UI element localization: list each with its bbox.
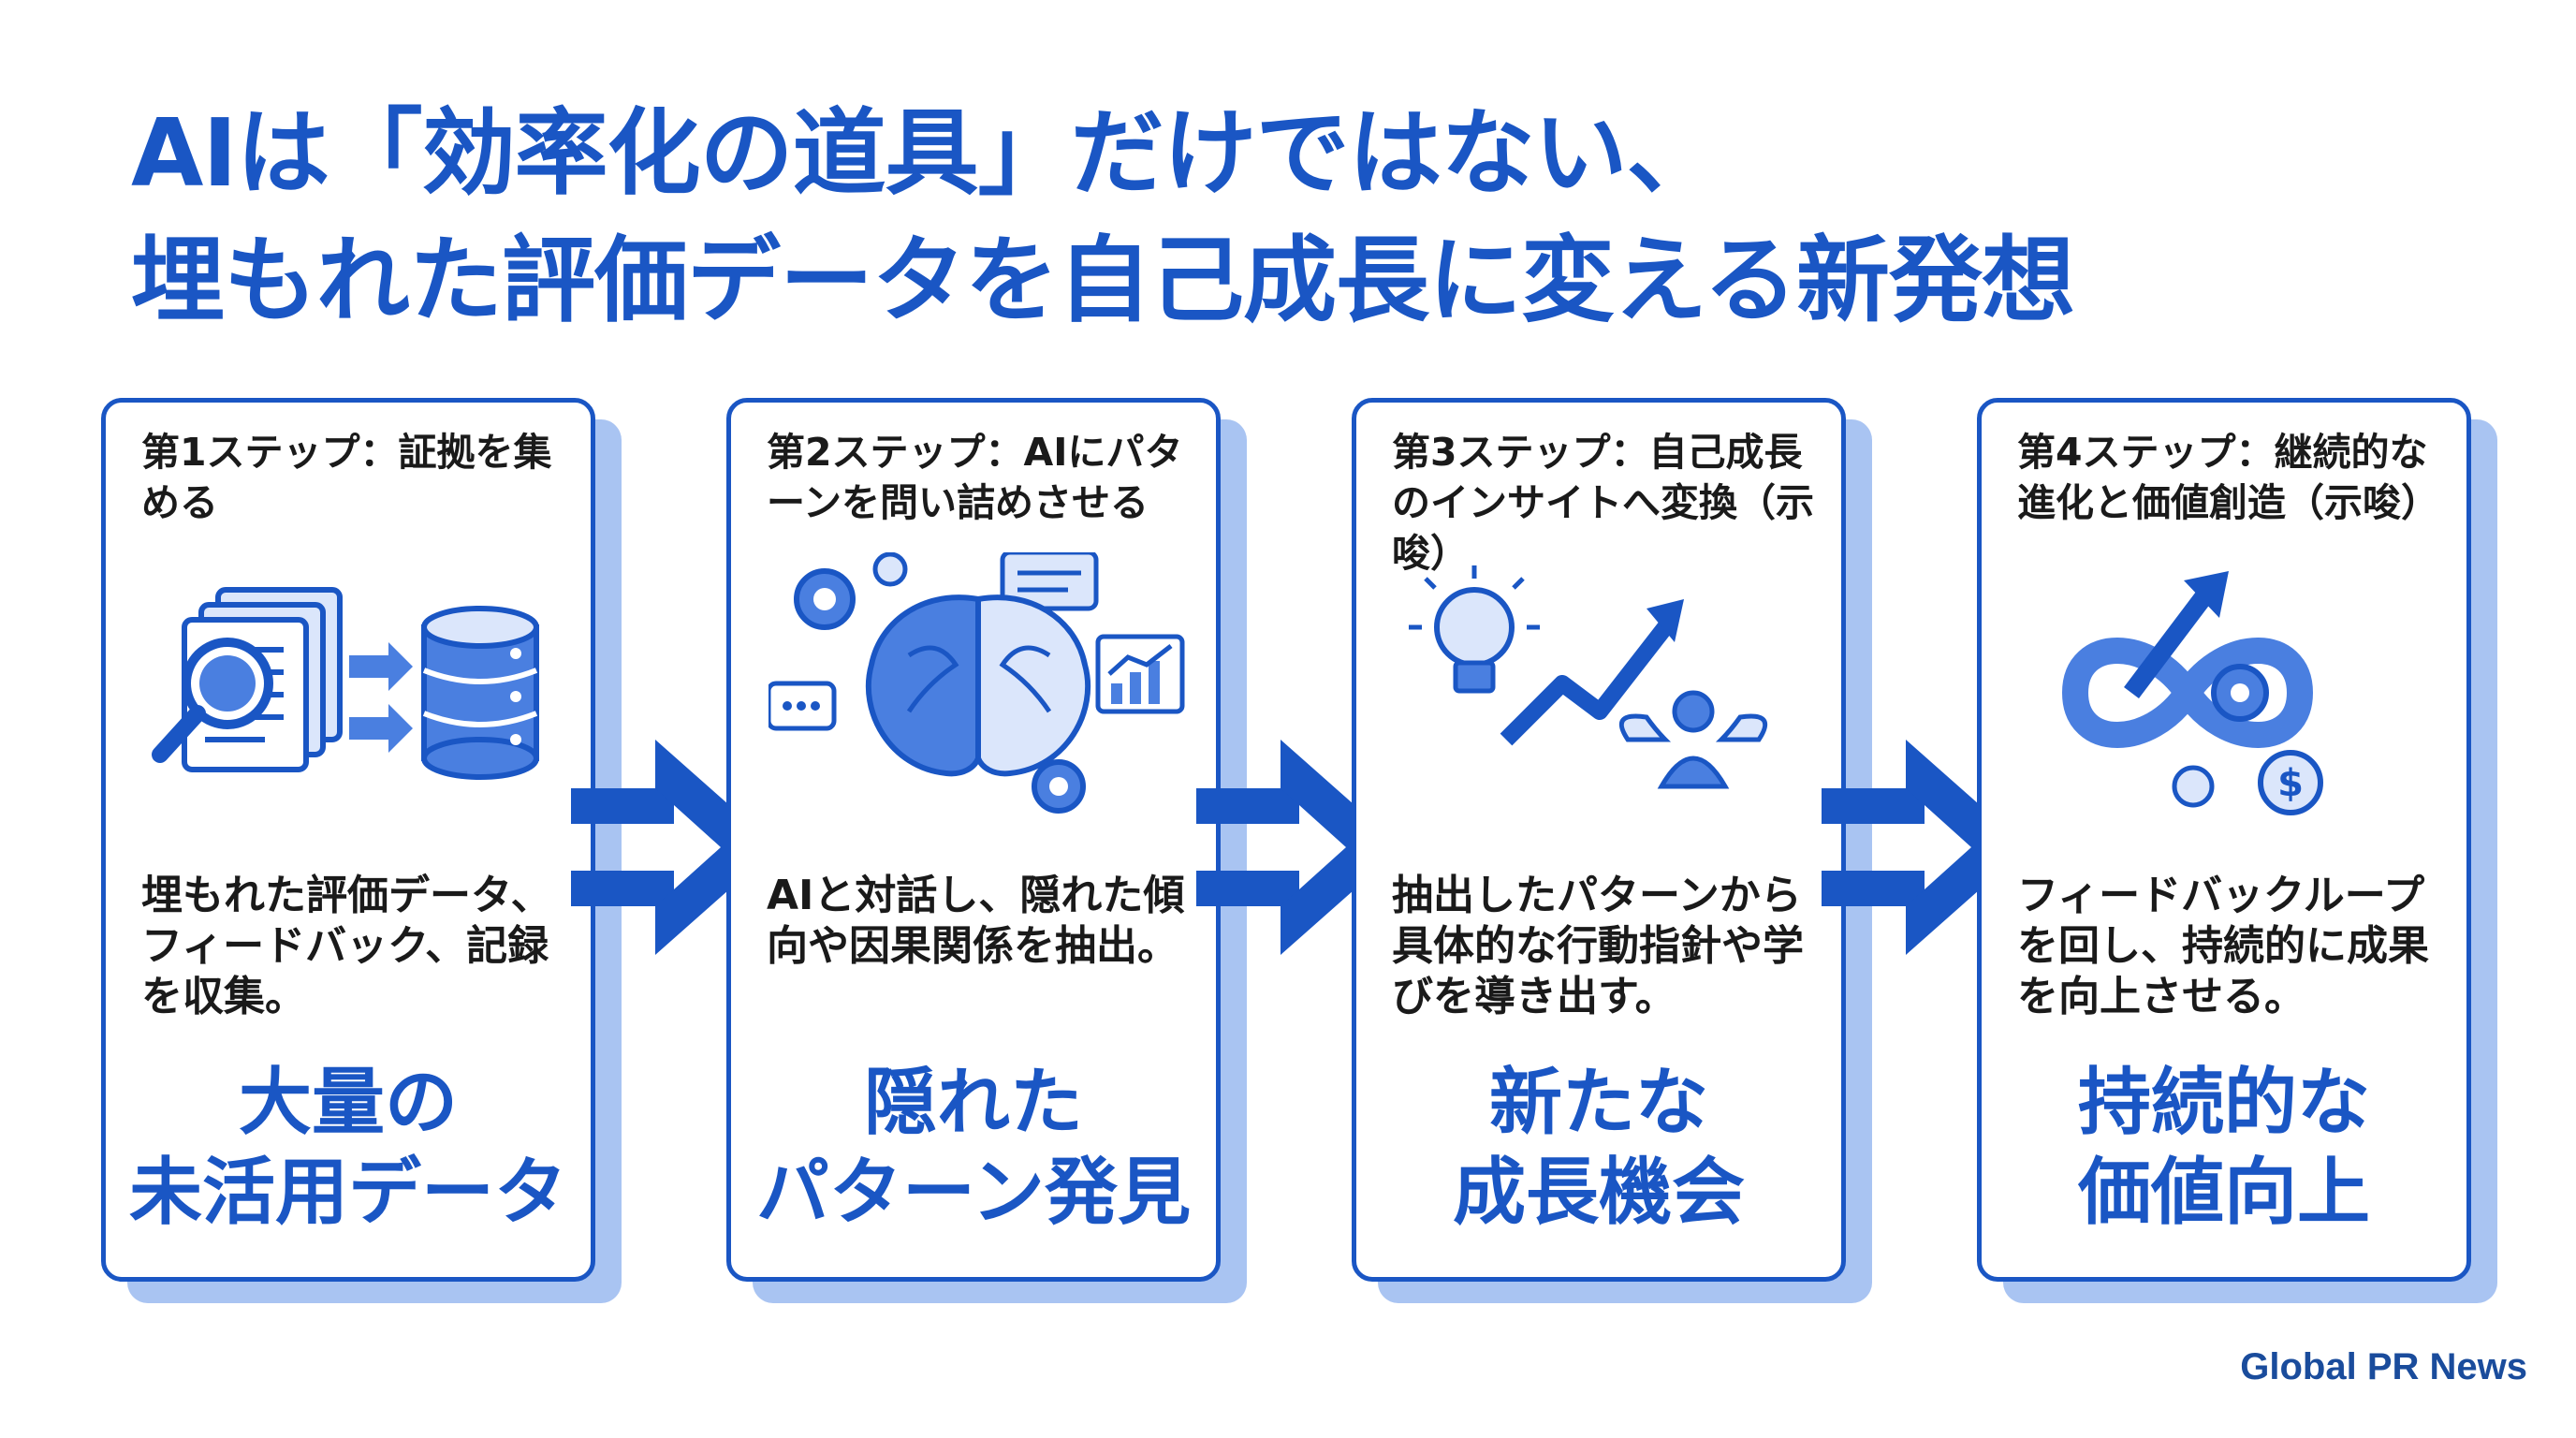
step-result: 新たな 成長機会 [1356,1058,1841,1238]
step-body: AIと対話し、隠れた傾向や因果関係を抽出。 [767,872,1185,970]
step-heading: 第2ステップ：AIにパターンを問い詰めさせる [767,430,1183,525]
gear-icon [1032,759,1086,814]
svg-text:?: ? [817,587,831,615]
winged-person-icon [1618,690,1768,789]
step-heading: 第4ステップ：継続的な進化と価値創造（示唆） [2017,430,2439,525]
title-line-1: AIは「効率化の道具」だけではない、 [131,98,1720,208]
continuous-growth-illustration: $ [2019,552,2438,833]
step-result: 大量の 未活用データ [106,1058,591,1238]
result-line-2: 成長機会 [1452,1151,1745,1235]
double-arrow-icon [1196,740,1402,955]
result-line-2: 価値向上 [2077,1151,2370,1235]
brand-logo-text: Global PR News [2240,1346,2527,1387]
title-line-2: 埋もれた評価データを自己成長に変える新発想 [131,226,2075,335]
arrows-icon [349,642,413,753]
database-icon [421,606,539,780]
result-line-1: 隠れた [863,1061,1083,1145]
dollar-coin-icon: $ [2258,750,2323,815]
step-card-3: 第3ステップ：自己成長のインサイトへ変換（示唆） [1352,398,1846,1282]
chat-bubble-icon [768,552,1099,731]
result-line-1: 持続的な [2077,1061,2370,1145]
gear-icon: ? [794,552,908,630]
step-heading: 第3ステップ：自己成長のインサイトへ変換（示唆） [1392,430,1814,576]
result-line-1: 大量の [238,1061,458,1145]
step-heading: 第1ステップ：証拠を集める [141,430,552,525]
double-arrow-icon [1822,740,2027,955]
step-card-4: 第4ステップ：継続的な進化と価値創造（示唆） $ フィードバックループを回し、持… [1977,398,2471,1282]
flow-arrow-2 [1196,740,1402,955]
flow-arrow-1 [571,740,777,955]
ai-analysis-illustration: ? [768,552,1188,833]
lightbulb-icon [1409,565,1540,694]
svg-text:$: $ [2277,762,2304,805]
gear-icon [2172,664,2269,808]
up-arrow-icon [2124,571,2229,699]
result-line-2: 未活用データ [128,1151,567,1235]
step-body: 抽出したパターンから具体的な行動指針や学びを導き出す。 [1392,872,1804,1020]
flow-arrow-3 [1822,740,2027,955]
page-title: AIは「効率化の道具」だけではない、 埋もれた評価データを自己成長に変える新発想 [131,90,2471,345]
magnifier-icon [152,638,273,763]
result-line-1: 新たな [1488,1061,1708,1145]
result-line-2: パターン発見 [755,1151,1192,1235]
step-body: 埋もれた評価データ、フィードバック、記録を収集。 [141,872,552,1020]
step-card-2: 第2ステップ：AIにパターンを問い詰めさせる ? [726,398,1221,1282]
chart-icon [1095,634,1185,714]
step-card-1: 第1ステップ：証拠を集める [101,398,595,1282]
double-arrow-icon [571,740,777,955]
brain-icon [865,594,1091,777]
step-result: 持続的な 価値向上 [1982,1058,2466,1238]
step-body: フィードバックループを回し、持続的に成果を向上させる。 [2017,872,2429,1020]
step-result: 隠れた パターン発見 [731,1058,1216,1238]
trend-up-arrow-icon [1500,599,1684,746]
insight-illustration [1394,552,1813,833]
infinity-loop-icon [2061,638,2314,748]
collect-data-illustration [143,552,563,833]
